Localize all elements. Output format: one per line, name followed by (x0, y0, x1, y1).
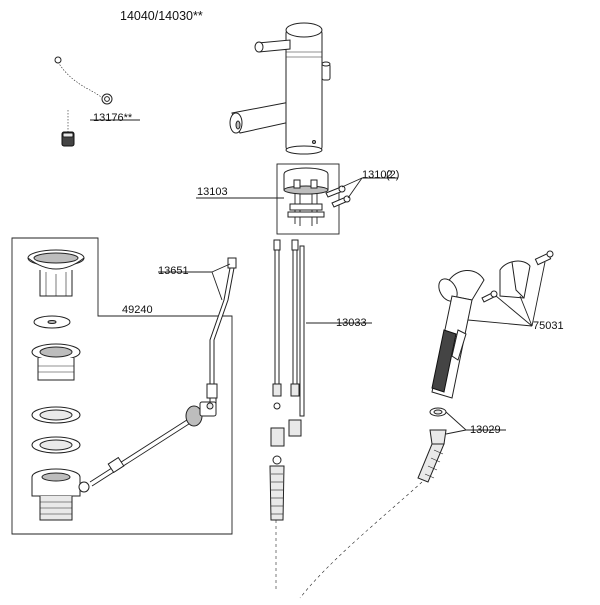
label-screws: 13102 (362, 169, 393, 181)
spray-hose-part (299, 407, 447, 599)
label-drain-assembly: 49240 (122, 304, 153, 316)
label-popup-rod: 13651 (158, 265, 189, 277)
label-mounting-kit: 13103 (197, 186, 228, 198)
mounting-kit-part (283, 167, 329, 226)
supply-hoses-part (269, 239, 305, 590)
mounting-screws-part (325, 185, 351, 208)
faucet-body-part (229, 22, 331, 155)
label-chain-stopper: 13176** (93, 112, 133, 124)
pivot-rod-part (89, 401, 217, 487)
mounting-kit-box (276, 163, 340, 235)
chain-stopper-part (54, 56, 113, 147)
label-supply-hoses: 13033 (336, 317, 367, 329)
label-screws-qty: (2) (386, 169, 399, 181)
handspray-part (431, 250, 554, 399)
label-spray-hose: 13029 (470, 424, 501, 436)
drain-assembly-box (11, 237, 233, 535)
drain-parts (27, 249, 90, 521)
label-handspray-parts: 75031 (533, 320, 564, 332)
model-title: 14040/14030** (120, 9, 203, 23)
